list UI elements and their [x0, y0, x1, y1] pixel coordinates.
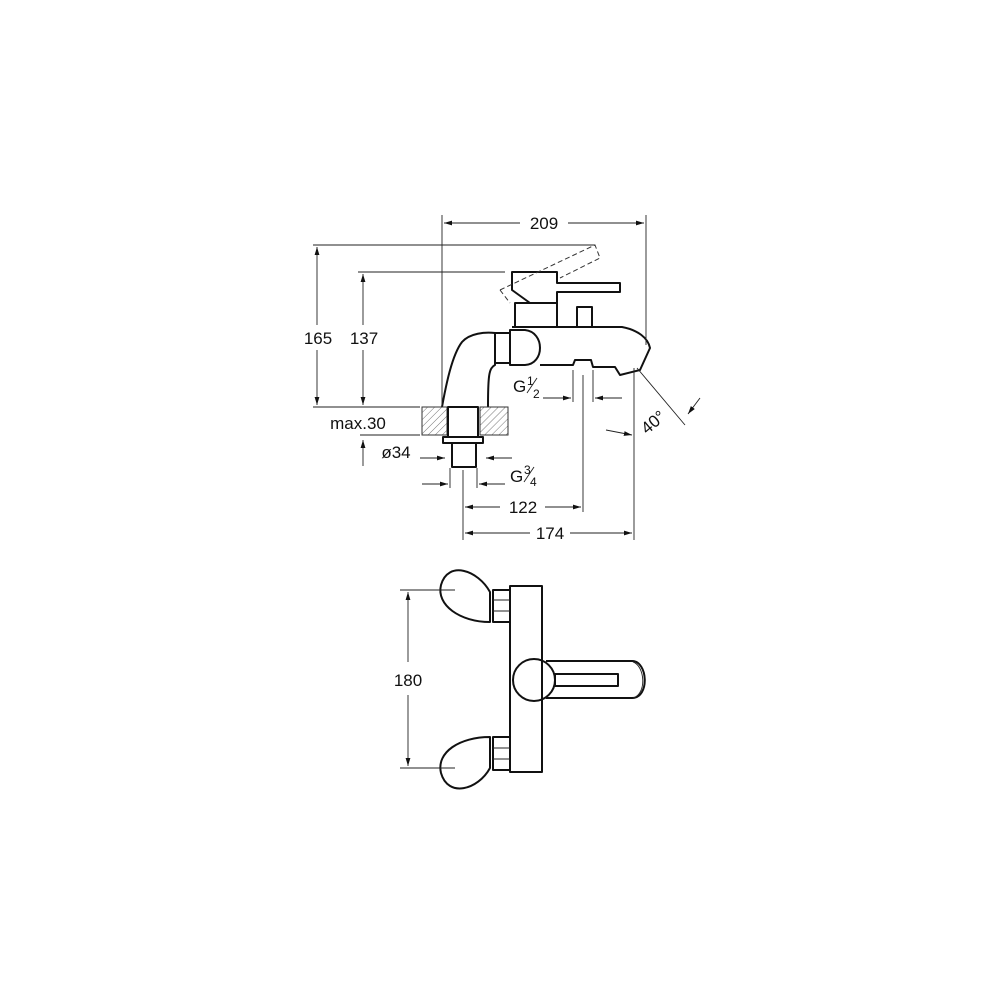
dim-spout-reach: 174: [536, 524, 564, 543]
deck-section: [421, 406, 509, 468]
thread-num: 3: [524, 463, 531, 477]
thread-num: 1: [527, 374, 534, 388]
dim-spout-height: 137: [350, 329, 378, 348]
dim-outlet-thread: G 1 2: [513, 374, 540, 401]
top-view: 180: [394, 569, 646, 790]
dim-outlet-distance: 122: [509, 498, 537, 517]
dim-spout-angle: 40°: [637, 407, 669, 438]
thread-g: G: [513, 377, 526, 396]
thread-den: 2: [533, 387, 540, 401]
dim-overall-height: 165: [304, 329, 332, 348]
thread-g: G: [510, 467, 523, 486]
dim-overall-length: 209: [530, 214, 558, 233]
dim-hole-diameter: ø34: [381, 443, 410, 462]
faucet-body-top: [439, 569, 646, 790]
faucet-body-side: [441, 244, 651, 408]
dim-handle-span: 180: [394, 671, 422, 690]
dim-inlet-thread: G 3 4: [510, 463, 537, 489]
dim-max-thickness: max.30: [330, 414, 386, 433]
thread-den: 4: [530, 475, 537, 489]
side-view: 209 165 137 max.30 ø34 G 3 4: [304, 214, 701, 543]
